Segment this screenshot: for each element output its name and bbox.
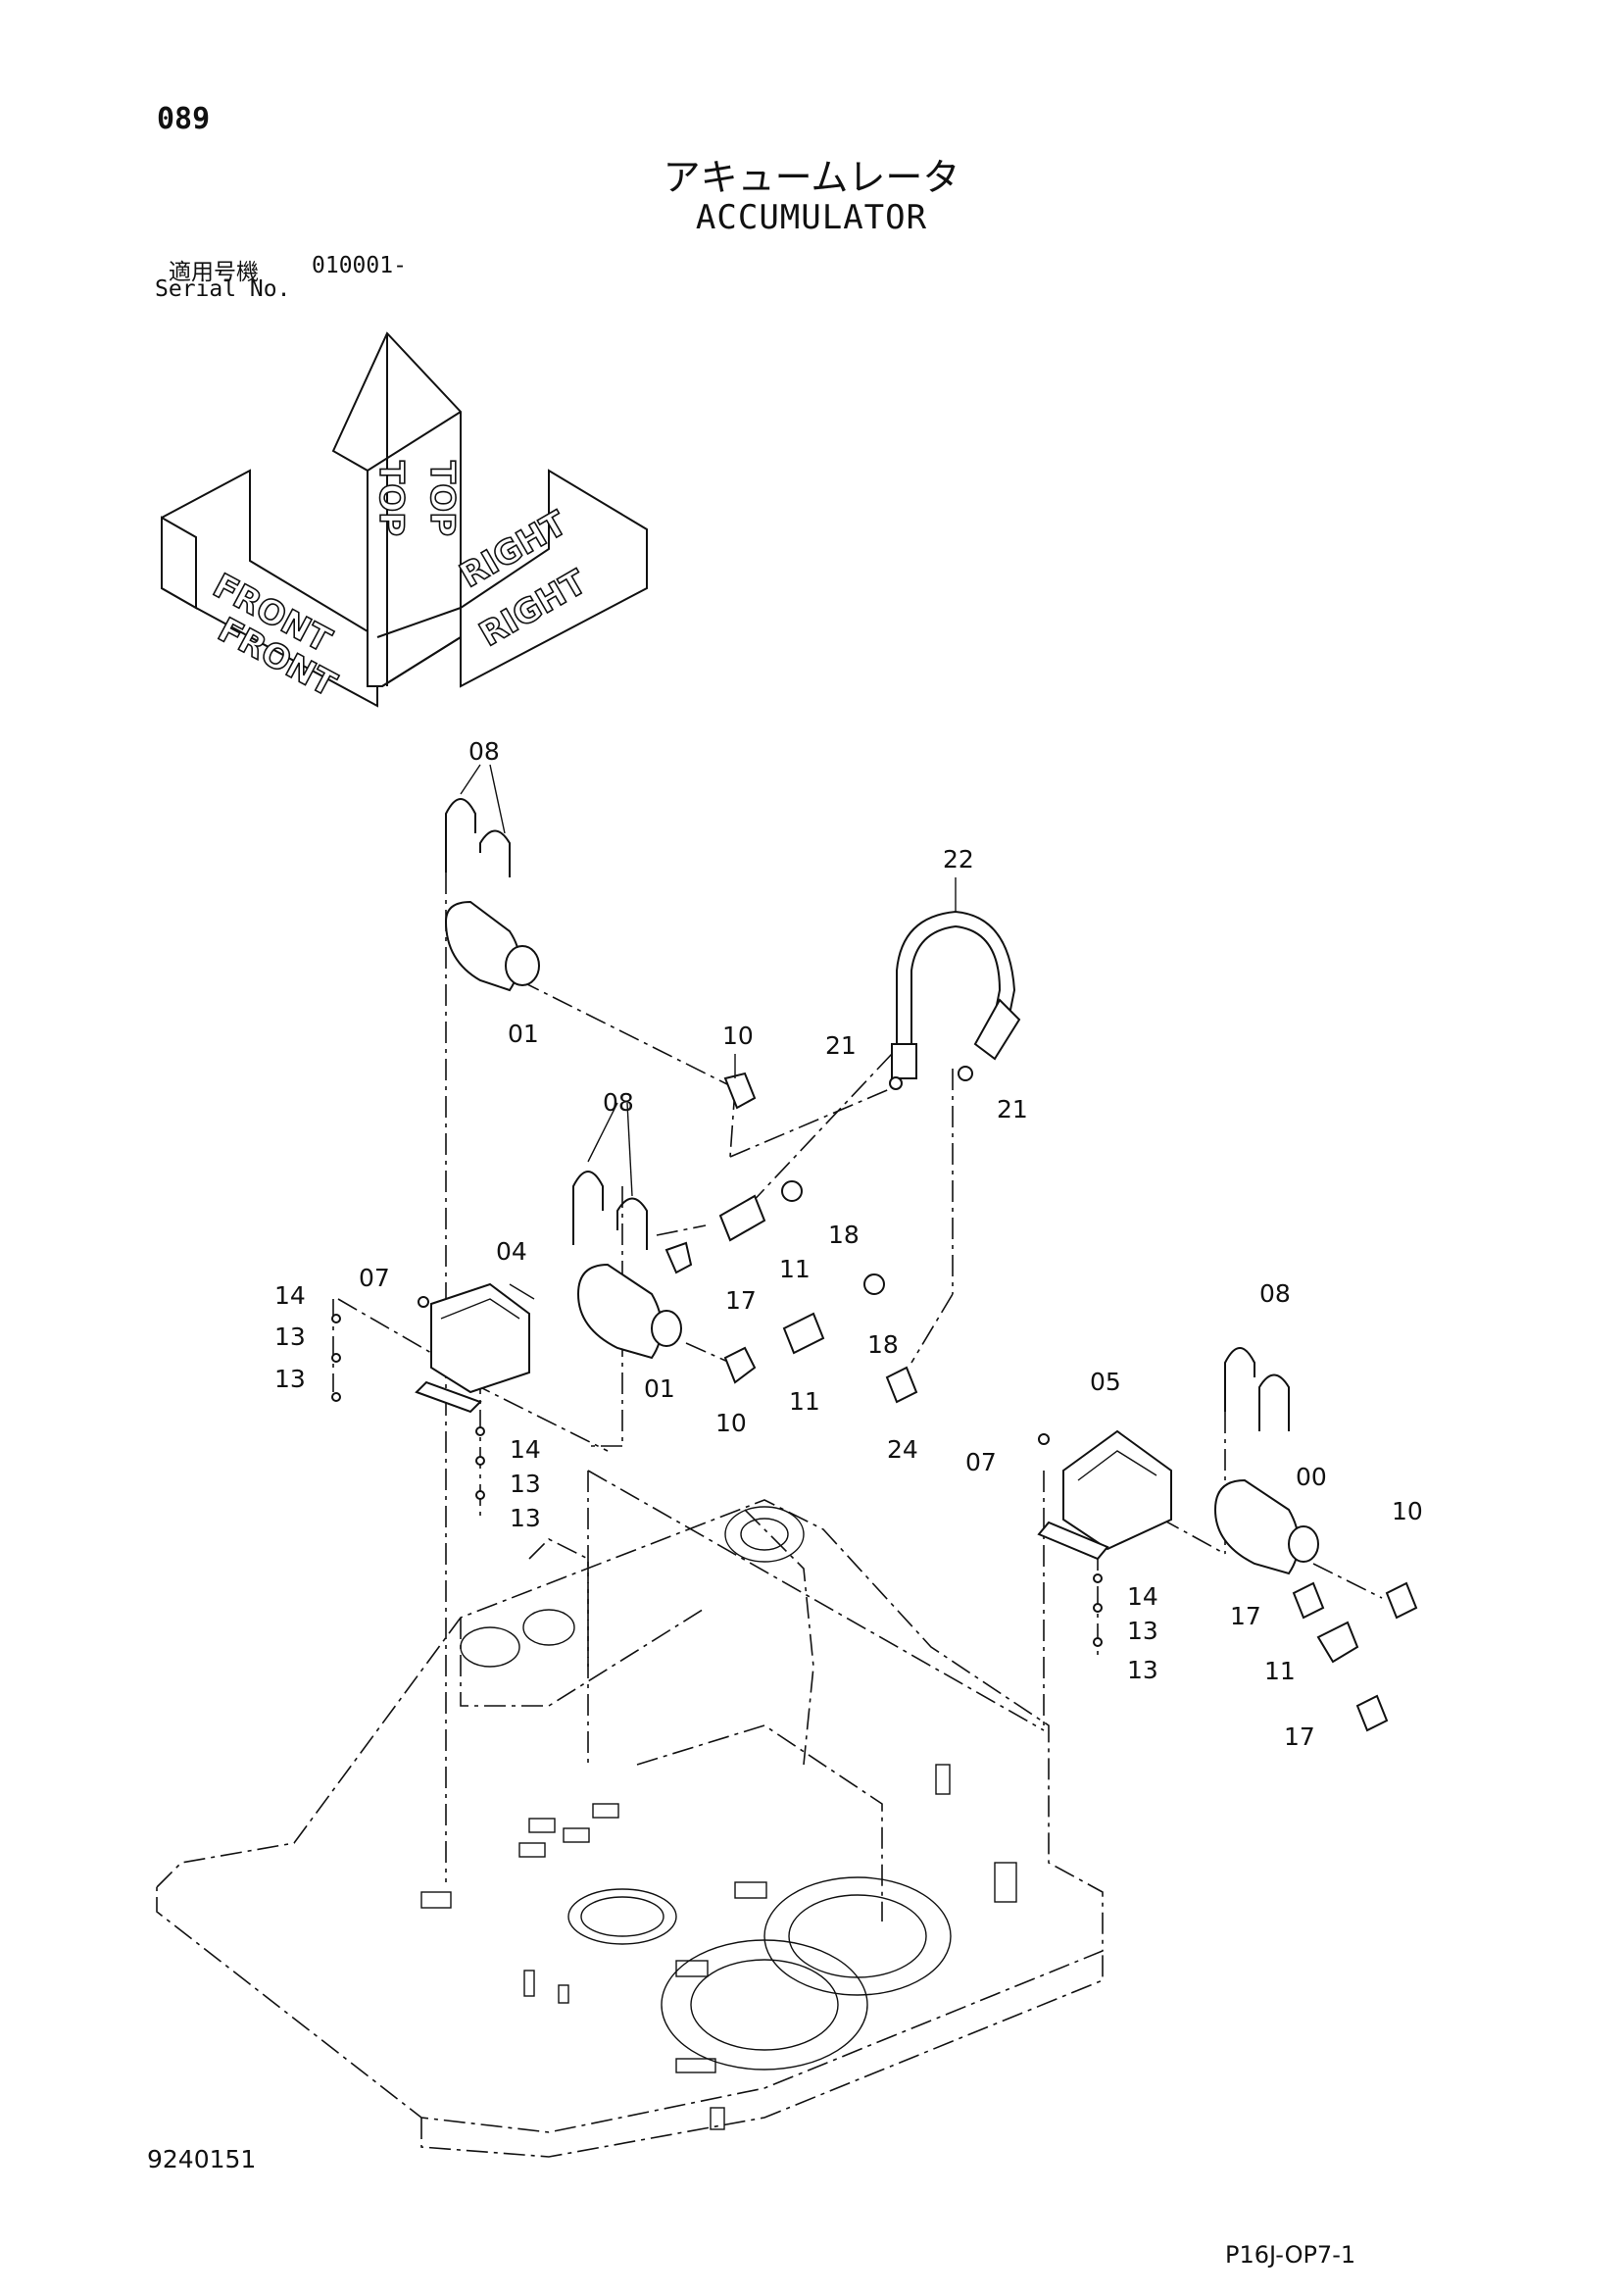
callout-10-top: 10 bbox=[722, 1022, 754, 1050]
callout-11-lower: 11 bbox=[789, 1387, 820, 1416]
callout-08-right: 08 bbox=[1259, 1279, 1291, 1308]
ring-small bbox=[567, 1888, 677, 1945]
figure-number: P16J-OP7-1 bbox=[1225, 2241, 1356, 2269]
callout-10-right: 10 bbox=[1392, 1497, 1423, 1525]
callout-04: 04 bbox=[496, 1237, 527, 1266]
elbow-17-right-lower bbox=[1355, 1694, 1389, 1732]
callout-07-right: 07 bbox=[965, 1448, 997, 1476]
callout-01-top: 01 bbox=[508, 1020, 539, 1048]
bracket-04 bbox=[430, 1282, 530, 1394]
label-top-left: TOP bbox=[371, 461, 411, 536]
tee-11-right bbox=[1316, 1621, 1359, 1664]
ring-lower bbox=[661, 1939, 868, 2071]
callout-leaders bbox=[460, 764, 957, 1300]
accumulator-00 bbox=[1213, 1478, 1300, 1575]
callout-13-right-lower: 13 bbox=[1127, 1656, 1158, 1684]
callout-14-middle: 14 bbox=[510, 1435, 541, 1464]
elbow-10-top bbox=[723, 1072, 757, 1110]
callout-13-middle-upper: 13 bbox=[510, 1470, 541, 1498]
callout-05: 05 bbox=[1090, 1368, 1121, 1396]
callout-10-middle: 10 bbox=[715, 1409, 747, 1437]
callout-11-right: 11 bbox=[1264, 1657, 1296, 1685]
callout-21-right: 21 bbox=[997, 1095, 1028, 1123]
callout-13-middle-lower: 13 bbox=[510, 1504, 541, 1532]
callout-11-upper: 11 bbox=[779, 1255, 811, 1283]
accumulator-01-middle bbox=[576, 1263, 663, 1360]
callout-24: 24 bbox=[887, 1435, 918, 1464]
elbow-24 bbox=[885, 1366, 918, 1404]
u-bolt-08-a bbox=[445, 798, 476, 873]
right-arrow-shape bbox=[460, 469, 648, 688]
callout-numbers: 08 22 01 10 21 21 08 18 11 17 04 07 14 1… bbox=[274, 737, 1423, 1751]
tee-11-lower bbox=[782, 1312, 825, 1355]
callout-17-middle: 17 bbox=[725, 1286, 757, 1315]
serial-label-english: Serial No. bbox=[155, 276, 291, 302]
tee-11-upper bbox=[718, 1194, 766, 1242]
serial-label-japanese: 適用号機 bbox=[169, 260, 259, 285]
callout-07-left: 07 bbox=[359, 1264, 390, 1292]
callout-14-left: 14 bbox=[274, 1281, 306, 1310]
callout-18-lower: 18 bbox=[867, 1330, 899, 1359]
document-number: 9240151 bbox=[147, 2145, 257, 2173]
callout-21-left: 21 bbox=[825, 1031, 857, 1060]
callout-13-right-upper: 13 bbox=[1127, 1617, 1158, 1645]
orientation-indicator: FRONT FRONT TOP TOP RIGHT RIGHT bbox=[161, 331, 648, 708]
parts bbox=[331, 798, 1418, 1732]
callout-22: 22 bbox=[943, 845, 974, 873]
bracket-05 bbox=[1062, 1429, 1172, 1551]
revolving-frame bbox=[156, 1499, 1104, 2158]
label-top-right: TOP bbox=[422, 461, 462, 536]
callout-17-right-lower: 17 bbox=[1284, 1722, 1315, 1751]
callout-08-middle: 08 bbox=[603, 1088, 634, 1117]
title-japanese: アキュームレータ bbox=[663, 156, 960, 199]
callout-17-right-upper: 17 bbox=[1230, 1602, 1261, 1630]
elbow-17-right-upper bbox=[1292, 1581, 1325, 1620]
callout-08-top: 08 bbox=[468, 737, 500, 766]
callout-01-middle: 01 bbox=[644, 1374, 675, 1403]
callout-00: 00 bbox=[1296, 1463, 1327, 1491]
u-bolt-08-b bbox=[572, 1171, 604, 1245]
callout-13-left-lower: 13 bbox=[274, 1365, 306, 1393]
elbow-10-middle bbox=[723, 1346, 757, 1384]
callout-14-right: 14 bbox=[1127, 1582, 1158, 1611]
u-bolt-08-c bbox=[1224, 1347, 1255, 1412]
title-english: ACCUMULATOR bbox=[695, 198, 928, 237]
elbow-10-right bbox=[1385, 1581, 1418, 1620]
ring-upper bbox=[763, 1876, 952, 1996]
callout-18-upper: 18 bbox=[828, 1221, 860, 1249]
callout-13-left-upper: 13 bbox=[274, 1323, 306, 1351]
page-number: 089 bbox=[157, 102, 211, 136]
front-arrow-side bbox=[161, 516, 197, 610]
serial-value: 010001- bbox=[312, 253, 407, 278]
